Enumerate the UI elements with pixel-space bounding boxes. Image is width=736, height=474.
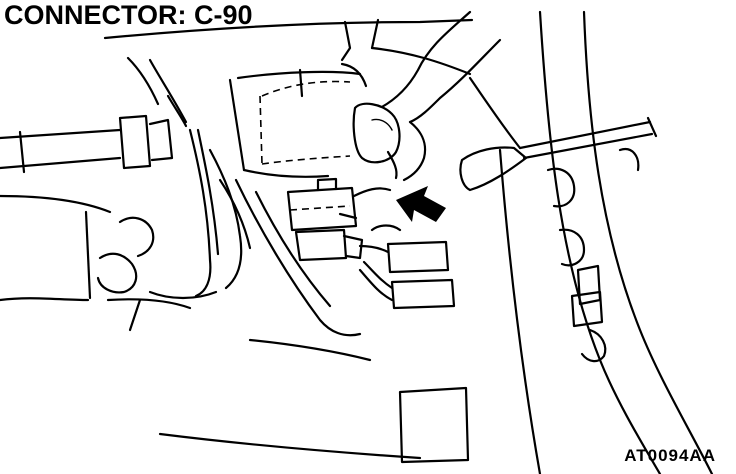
door-pillar: [498, 10, 714, 474]
steering-column: [0, 56, 188, 174]
module-block: [228, 62, 368, 178]
secondary-connectors: [358, 224, 456, 310]
connector-c90: [286, 177, 392, 262]
tool-illustration: [459, 76, 658, 192]
page-title: CONNECTOR: C-90: [4, 0, 253, 30]
wiring-harness: [148, 128, 362, 337]
figure-code-label: AT0094AA: [624, 446, 716, 465]
arrow-icon: [396, 186, 446, 222]
hand-illustration: [352, 10, 502, 182]
lower-floor-items: [158, 338, 470, 464]
lower-bracket: [0, 194, 192, 332]
